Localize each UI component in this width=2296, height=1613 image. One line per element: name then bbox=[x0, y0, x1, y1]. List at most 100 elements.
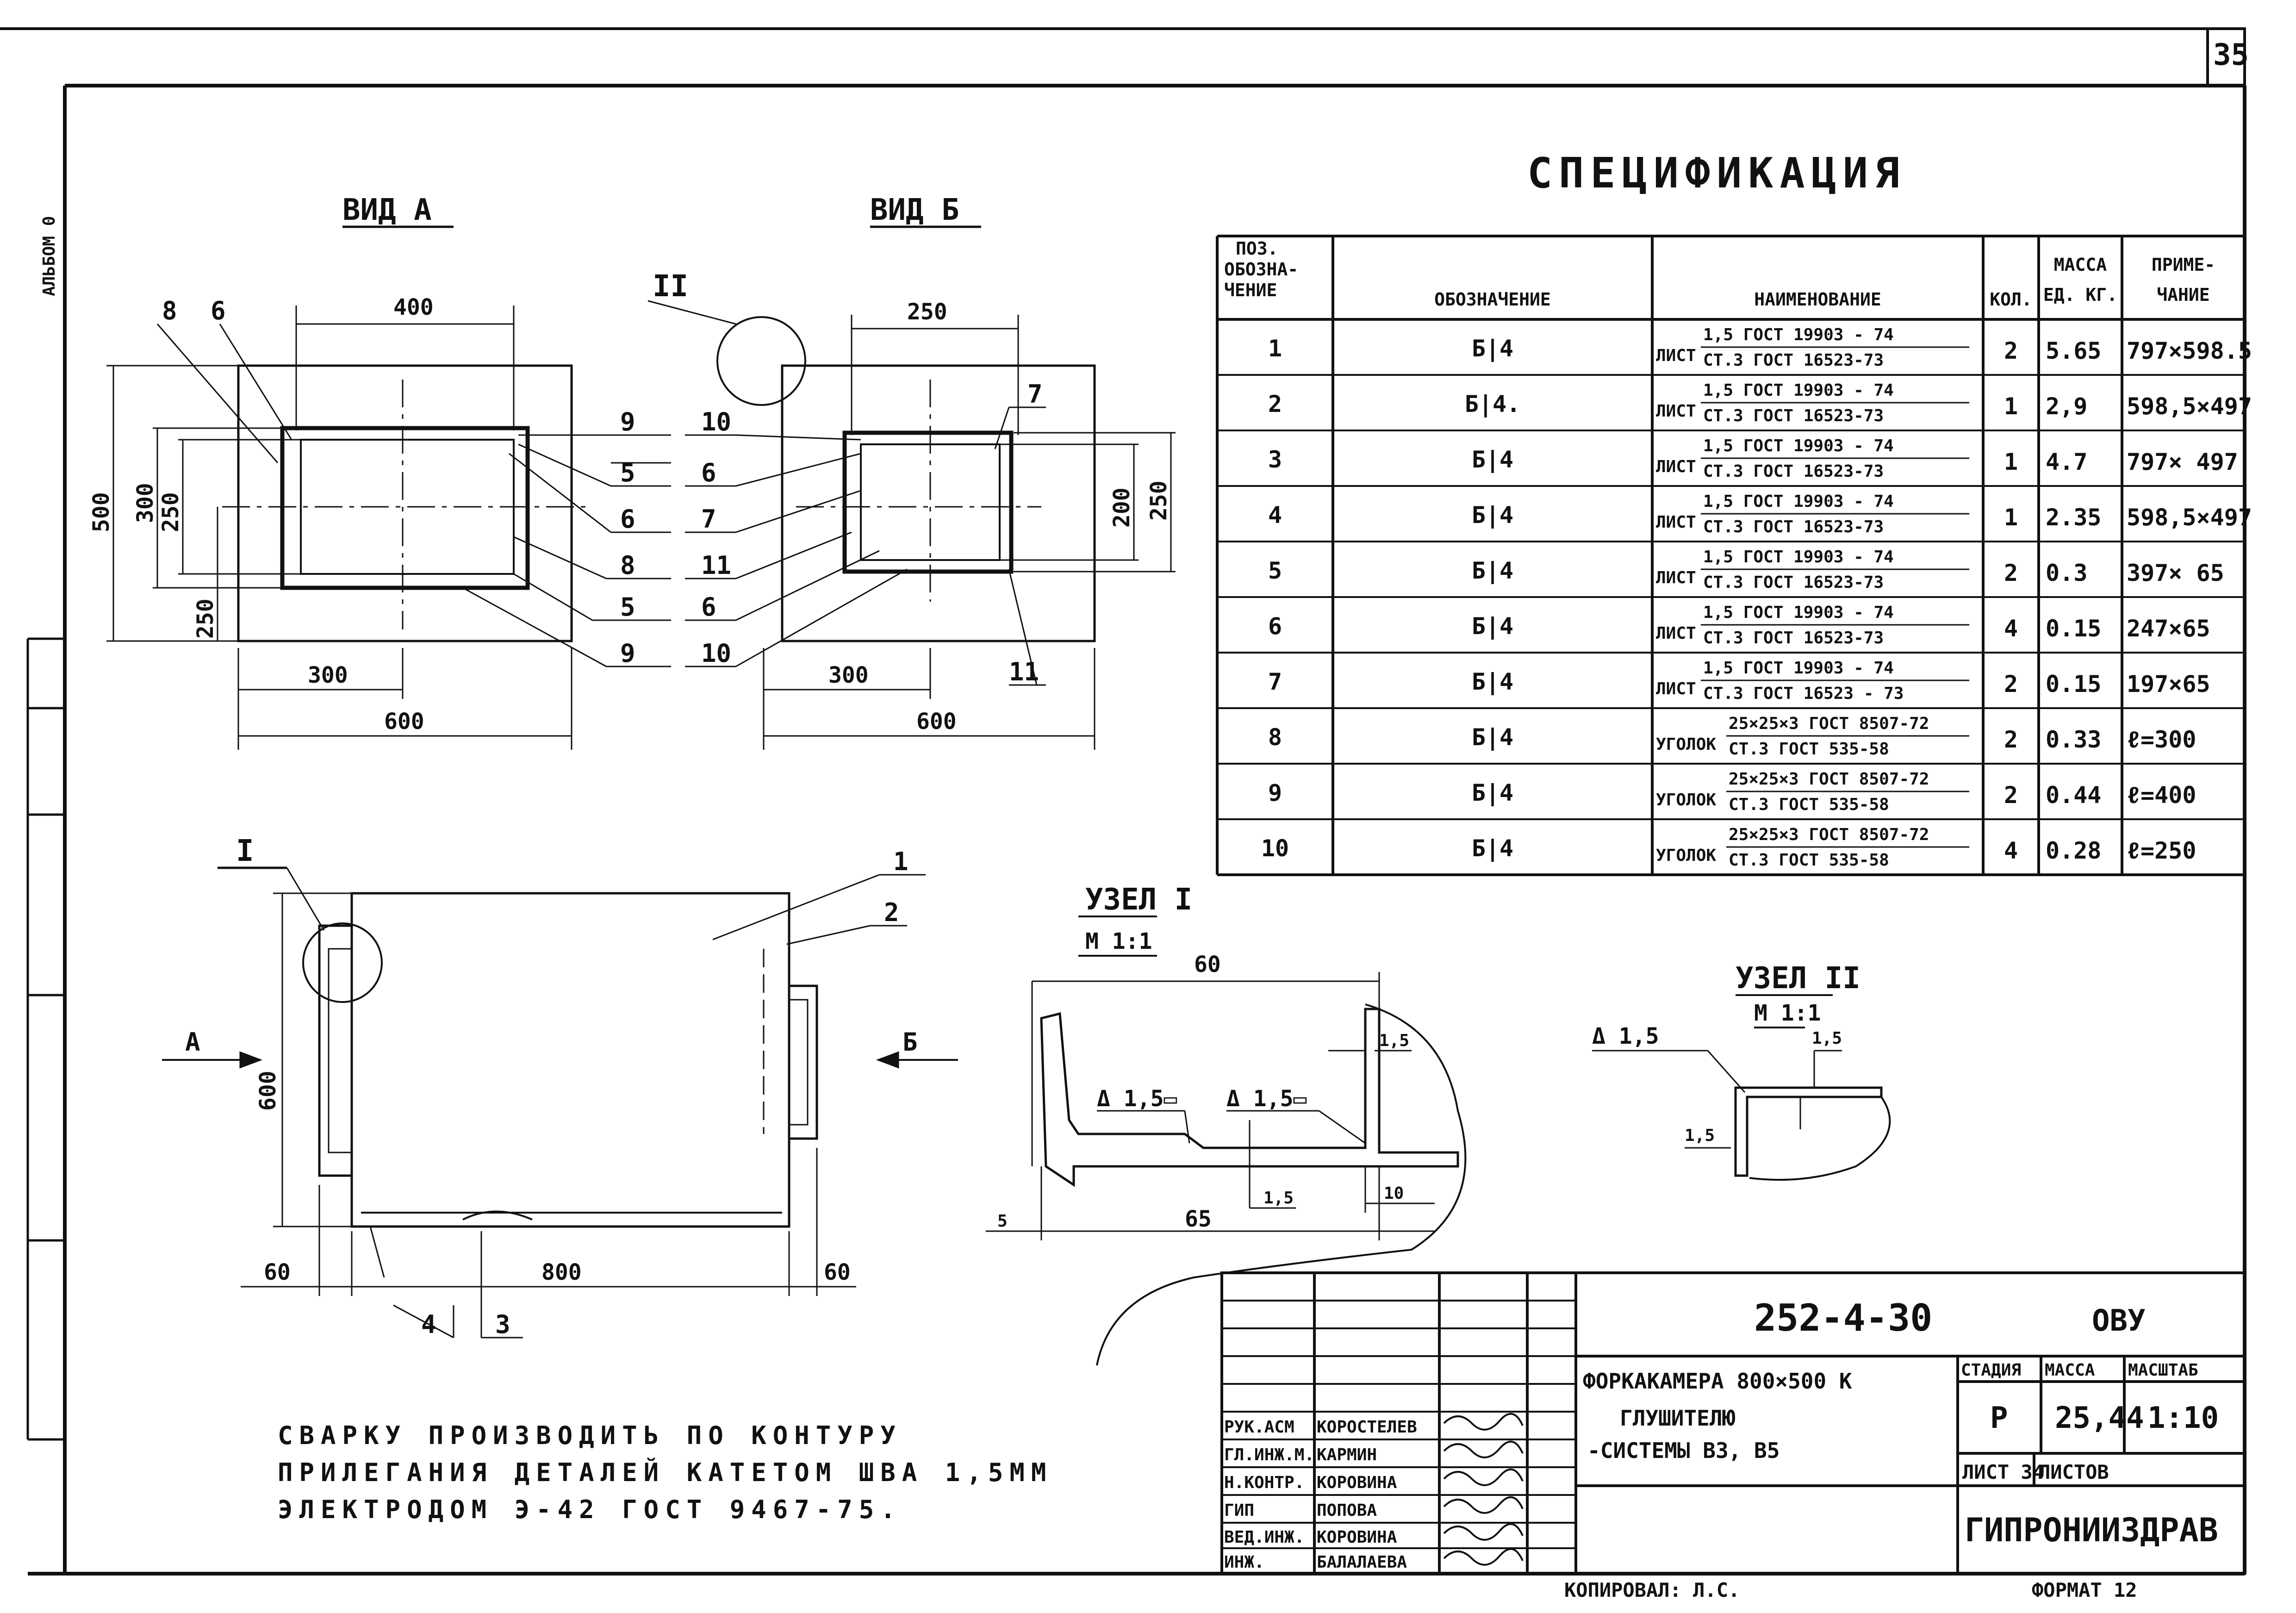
weld-label-2: Δ 1,5▭ bbox=[1226, 1086, 1307, 1112]
spec-pos: 3 bbox=[1268, 446, 1282, 473]
person-name: КОРОВИНА bbox=[1317, 1473, 1397, 1492]
title-block bbox=[1220, 1271, 2246, 1575]
spec-name-bottom: СТ.3 ГОСТ 16523-73 bbox=[1703, 406, 1884, 425]
spec-name-top: 1,5 ГОСТ 19903 - 74 bbox=[1703, 548, 1894, 567]
drawing-name-1: ФОРКАКАМЕРА 800×500 К bbox=[1583, 1369, 1852, 1394]
drawing-name-2: ГЛУШИТЕЛЮ bbox=[1620, 1406, 1736, 1431]
dim-a-250: 250 bbox=[158, 492, 184, 532]
doc-code: 252-4-30 bbox=[1754, 1296, 1932, 1339]
spec-header-pos: ОБОЗНА- bbox=[1224, 259, 1298, 280]
person-name: КАРМИН bbox=[1317, 1445, 1377, 1464]
spec-kind: ЛИСТ bbox=[1656, 513, 1696, 532]
dim-n1-10: 10 bbox=[1384, 1184, 1404, 1203]
note-line-3: ЭЛЕКТРОДОМ Э-42 ГОСТ 9467-75. bbox=[278, 1495, 902, 1524]
spec-note: ℓ=250 bbox=[2127, 837, 2196, 864]
scale-value: 1:10 bbox=[2147, 1401, 2219, 1435]
spec-pos: 4 bbox=[1268, 502, 1282, 529]
signature bbox=[1443, 1468, 1524, 1486]
callout-6c: 6 bbox=[701, 458, 716, 487]
spec-mass: 0.15 bbox=[2046, 615, 2101, 642]
signature bbox=[1443, 1440, 1524, 1458]
spec-note: 797×598.5 bbox=[2127, 337, 2252, 364]
spec-note: 598,5×497 bbox=[2127, 504, 2252, 531]
spec-note: ℓ=300 bbox=[2127, 726, 2196, 753]
spec-qty: 1 bbox=[2004, 504, 2018, 531]
spec-mass: 2.35 bbox=[2046, 504, 2101, 531]
spec-mass: 0.15 bbox=[2046, 671, 2101, 698]
signature bbox=[1443, 1496, 1524, 1514]
dim-b-200: 200 bbox=[1109, 487, 1135, 528]
spec-note: 797× 497 bbox=[2127, 448, 2238, 475]
role-label: ГИП bbox=[1224, 1501, 1254, 1520]
spec-header-note: ЧАНИЕ bbox=[2157, 285, 2209, 305]
node-1-scale: М 1:1 bbox=[1085, 928, 1152, 954]
signature bbox=[1443, 1413, 1524, 1431]
spec-code: Б|4 bbox=[1472, 446, 1513, 473]
dim-a-600: 600 bbox=[384, 709, 424, 735]
dim-a-400: 400 bbox=[393, 294, 434, 320]
spec-qty: 4 bbox=[2004, 615, 2018, 642]
spec-name-top: 1,5 ГОСТ 19903 - 74 bbox=[1703, 381, 1894, 400]
dim-a-500: 500 bbox=[88, 492, 114, 532]
dim-b-250b: 250 bbox=[1146, 480, 1172, 521]
sheet-number: 35 bbox=[2213, 38, 2249, 72]
spec-code: Б|4 bbox=[1472, 502, 1513, 529]
sheet-frame bbox=[0, 27, 2246, 1576]
signature bbox=[1443, 1523, 1524, 1541]
spec-name-bottom: СТ.3 ГОСТ 16523-73 bbox=[1703, 573, 1884, 592]
callout-4: 4 bbox=[421, 1310, 436, 1339]
callout-8: 8 bbox=[162, 296, 177, 325]
spec-code: Б|4 bbox=[1472, 779, 1513, 806]
person-name: БАЛАЛАЕВА bbox=[1317, 1553, 1407, 1572]
spec-pos: 5 bbox=[1268, 557, 1282, 584]
dim-n1-65: 65 bbox=[1185, 1206, 1212, 1232]
spec-code: Б|4 bbox=[1472, 613, 1513, 640]
spec-name-bottom: СТ.3 ГОСТ 16523-73 bbox=[1703, 517, 1884, 536]
dim-side-600: 600 bbox=[255, 1071, 281, 1111]
spec-kind: УГОЛОК bbox=[1656, 735, 1716, 754]
spec-name-top: 1,5 ГОСТ 19903 - 74 bbox=[1703, 603, 1894, 622]
spec-name-top: 1,5 ГОСТ 19903 - 74 bbox=[1703, 436, 1894, 455]
spec-kind: ЛИСТ bbox=[1656, 568, 1696, 587]
spec-name-top: 25×25×3 ГОСТ 8507-72 bbox=[1729, 714, 1929, 733]
organization: ГИПРОНИИЗДРАВ bbox=[1965, 1511, 2218, 1549]
spec-kind: УГОЛОК bbox=[1656, 846, 1716, 865]
spec-header-mass: ЕД. КГ. bbox=[2043, 285, 2117, 305]
dim-n1-15b: 1,5 bbox=[1263, 1189, 1294, 1208]
format-label: ФОРМАТ 12 bbox=[2032, 1579, 2137, 1601]
dim-n1-15a: 1,5 bbox=[1379, 1031, 1409, 1050]
node-1-detail bbox=[986, 915, 1467, 1366]
spec-name-bottom: СТ.3 ГОСТ 535-58 bbox=[1729, 851, 1889, 870]
callout-11: 11 bbox=[701, 551, 731, 580]
spec-mass: 5.65 bbox=[2046, 337, 2101, 364]
role-label: Н.КОНТР. bbox=[1224, 1473, 1304, 1492]
arrow-a-label: А bbox=[185, 1028, 200, 1057]
role-label: ИНЖ. bbox=[1224, 1553, 1264, 1572]
dim-side-60r: 60 bbox=[824, 1259, 851, 1285]
spec-name-bottom: СТ.3 ГОСТ 535-58 bbox=[1729, 740, 1889, 759]
spec-note: 247×65 bbox=[2127, 615, 2210, 642]
drawing-name-3: -СИСТЕМЫ В3, В5 bbox=[1587, 1438, 1780, 1463]
spec-kind: ЛИСТ bbox=[1656, 402, 1696, 421]
spec-qty: 1 bbox=[2004, 393, 2018, 420]
spec-mass: 2,9 bbox=[2046, 393, 2087, 420]
dim-n1-5: 5 bbox=[997, 1212, 1008, 1231]
callout-9: 9 bbox=[620, 407, 635, 436]
spec-pos: 9 bbox=[1268, 779, 1282, 806]
sheet-index: ЛИСТ 34 bbox=[1962, 1461, 2044, 1483]
person-name: КОРОСТЕЛЕВ bbox=[1317, 1418, 1417, 1437]
dim-n2-15b: 1,5 bbox=[1685, 1126, 1715, 1145]
callout-3: 3 bbox=[495, 1310, 510, 1339]
spec-qty: 4 bbox=[2004, 837, 2018, 864]
spec-code: Б|4 bbox=[1472, 835, 1513, 862]
role-label: ВЕД.ИНЖ. bbox=[1224, 1528, 1304, 1547]
spec-pos: 10 bbox=[1261, 835, 1289, 862]
detail-ii-marker: II bbox=[653, 269, 688, 304]
view-a-title: ВИД А bbox=[342, 193, 432, 227]
spec-code: Б|4 bbox=[1472, 335, 1513, 362]
spec-name-top: 1,5 ГОСТ 19903 - 74 bbox=[1703, 325, 1894, 344]
callout-6d: 6 bbox=[701, 592, 716, 622]
spec-note: 197×65 bbox=[2127, 671, 2210, 698]
role-label: ГЛ.ИНЖ.М. bbox=[1224, 1445, 1314, 1464]
spec-pos: 8 bbox=[1268, 724, 1282, 751]
